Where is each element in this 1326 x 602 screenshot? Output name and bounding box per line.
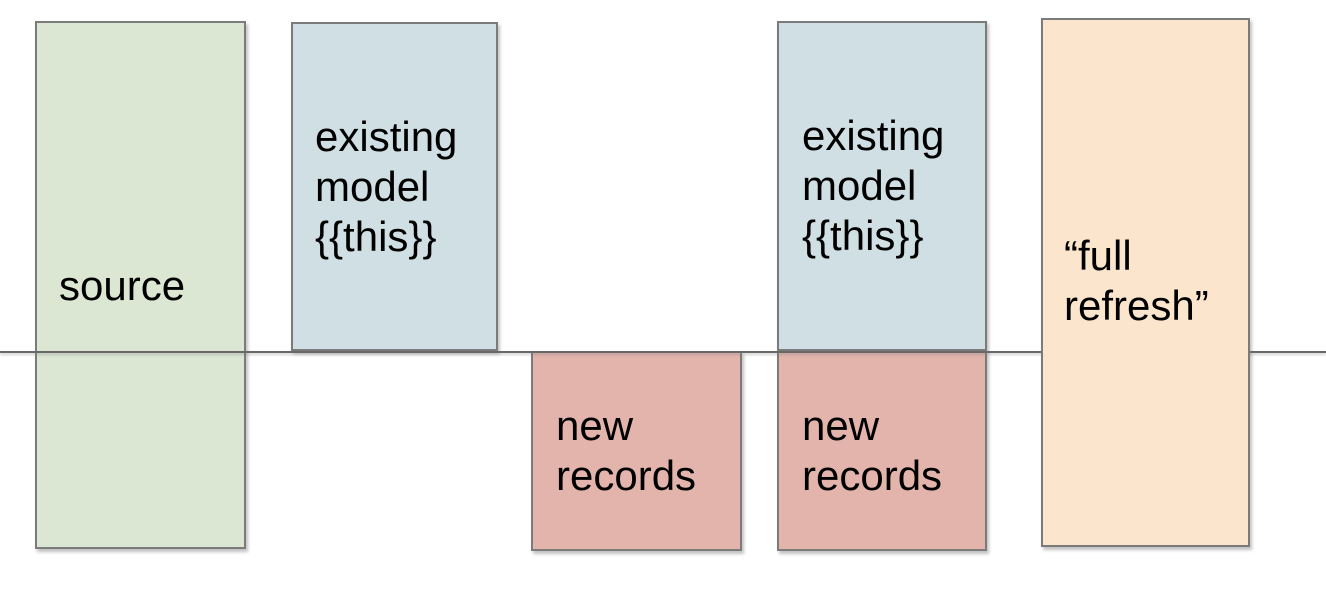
box-new-records-1: new records xyxy=(531,351,742,551)
box-new-records-1-label: new records xyxy=(556,402,697,499)
box-existing-model-2: existing model {{this}} xyxy=(777,21,987,351)
box-full-refresh: “full refresh” xyxy=(1041,18,1250,547)
box-source: source xyxy=(35,21,246,549)
box-new-records-2: new records xyxy=(777,351,987,551)
box-existing-model-2-label: existing model {{this}} xyxy=(802,112,945,259)
box-new-records-2-label: new records xyxy=(802,402,943,499)
box-full-refresh-label: “full refresh” xyxy=(1064,232,1209,329)
box-existing-model-1: existing model {{this}} xyxy=(291,22,498,351)
box-existing-model-1-label: existing model {{this}} xyxy=(315,113,458,260)
box-source-label: source xyxy=(59,262,186,309)
timeline-divider-line xyxy=(0,351,1326,353)
